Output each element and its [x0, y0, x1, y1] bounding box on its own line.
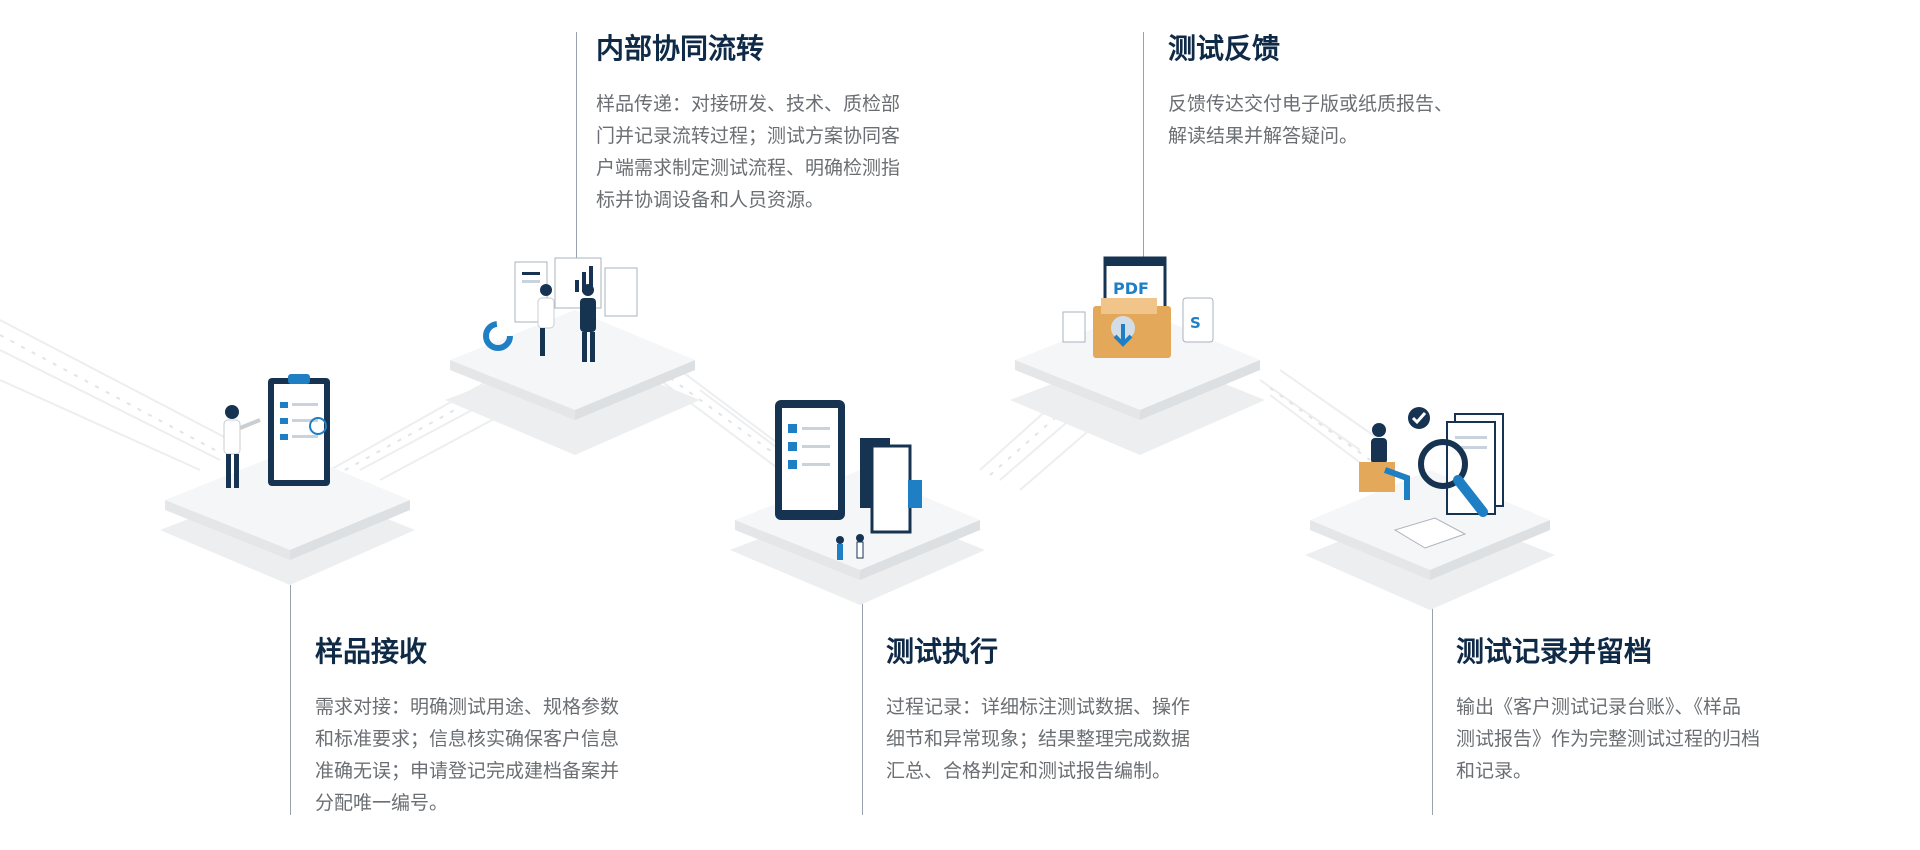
- chart-ring-icon: [483, 321, 513, 351]
- connector-line-2: [576, 32, 577, 262]
- document-panels-icon: [514, 257, 638, 323]
- step-description: 反馈传达交付电子版或纸质报告、 解读结果并解答疑问。: [1168, 92, 1454, 147]
- step-description: 需求对接：明确测试用途、规格参数 和标准要求；信息核实确保客户信息 准确无误；申…: [315, 695, 620, 814]
- step-description: 输出《客户测试记录台账》、《样品 测试报告》作为完整测试过程的归档 和记录。: [1456, 695, 1761, 782]
- side-document-icon: [1062, 311, 1086, 343]
- step-description: 过程记录：详细标注测试数据、操作 细节和异常现象；结果整理完成数据 汇总、合格判…: [886, 695, 1191, 782]
- svg-text:S: S: [1190, 314, 1201, 332]
- svg-text:PDF: PDF: [1113, 279, 1149, 298]
- step-test-execution: 测试执行 过程记录：详细标注测试数据、操作 细节和异常现象；结果整理完成数据 汇…: [886, 635, 1226, 787]
- step-title: 样品接收: [315, 635, 428, 668]
- connector-line-1: [290, 585, 291, 815]
- magnifier-icon: [1418, 439, 1488, 517]
- step-internal-collaboration: 内部协同流转 样品传递：对接研发、技术、质检部 门并记录流转过程；测试方案协同客…: [596, 32, 936, 216]
- step-record-archive: 测试记录并留档 输出《客户测试记录台账》、《样品 测试报告》作为完整测试过程的归…: [1456, 635, 1796, 787]
- book-icon: [860, 438, 922, 534]
- document-stack-icon: [1446, 413, 1504, 515]
- platform-internal-collaboration: [445, 257, 700, 455]
- seated-person-icon: [1359, 423, 1410, 500]
- platform-test-execution: [730, 400, 985, 605]
- connector-line-3: [862, 595, 863, 815]
- connector-line-4: [1143, 32, 1144, 262]
- platform-sample-receiving: [160, 374, 415, 585]
- person-icon: [223, 405, 261, 488]
- handshake-people-icon: [537, 284, 596, 362]
- step-title: 测试记录并留档: [1456, 635, 1653, 668]
- step-description: 样品传递：对接研发、技术、质检部 门并记录流转过程；测试方案协同客 户端需求制定…: [596, 92, 901, 211]
- platform-record-archive: [1305, 407, 1555, 610]
- step-title: 测试反馈: [1168, 32, 1281, 65]
- step-test-feedback: 测试反馈 反馈传达交付电子版或纸质报告、 解读结果并解答疑问。: [1168, 32, 1508, 152]
- download-cloud-icon: [1111, 316, 1135, 347]
- checkmark-badge-icon: [1408, 407, 1430, 429]
- step-title: 测试执行: [886, 635, 999, 668]
- paper-sheet-icon: [1393, 517, 1467, 549]
- dollar-document-icon: S: [1182, 297, 1214, 343]
- connector-line-5: [1432, 595, 1433, 815]
- clipboard-icon: [268, 374, 330, 486]
- small-people-icon: [836, 534, 864, 560]
- step-title: 内部协同流转: [596, 32, 765, 65]
- platform-test-feedback: PDF S: [1010, 256, 1265, 455]
- step-sample-receiving: 样品接收 需求对接：明确测试用途、规格参数 和标准要求；信息核实确保客户信息 准…: [315, 635, 655, 819]
- tablet-checklist-icon: [775, 400, 845, 520]
